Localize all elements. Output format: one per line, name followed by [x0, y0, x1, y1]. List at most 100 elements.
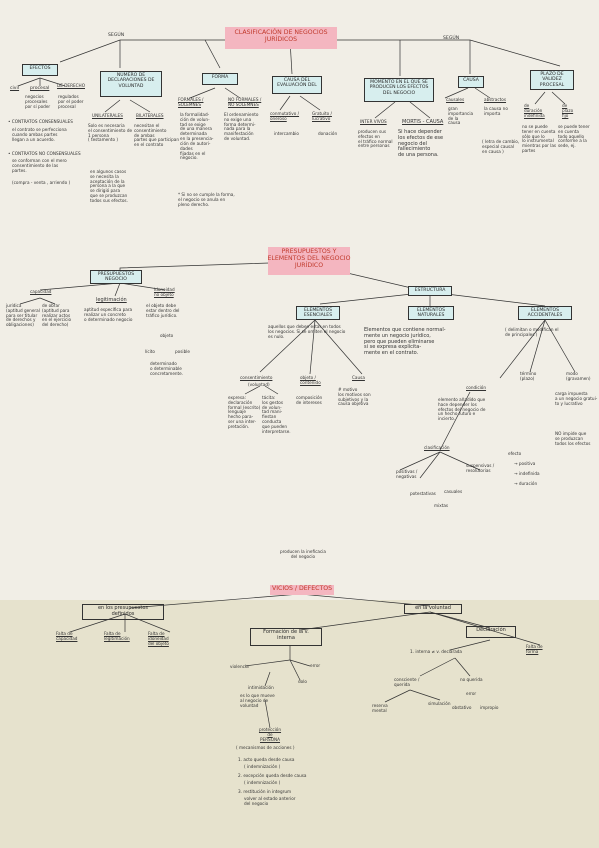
- item2-desc: ( indemnización ): [244, 780, 281, 785]
- potestativa-label: potestativas: [410, 491, 436, 496]
- idoneidad-label: idoneidad no objeto: [154, 287, 175, 297]
- no-querida-label: no querida: [460, 677, 483, 682]
- second-title-highlight: [268, 247, 350, 275]
- segun-left: SEGÚN: [108, 33, 125, 38]
- licito-label: lícito: [145, 349, 155, 354]
- legitimacion-label: legitimación: [96, 297, 127, 303]
- error-label: error: [310, 663, 321, 668]
- error2-label: error: [466, 691, 477, 696]
- proteccion-label: protección de PERSONA: [258, 727, 282, 742]
- de-plazo-desc: se puede tener en cuenta todo aquello co…: [558, 124, 590, 149]
- inter-vivos-desc: producen sus efectos en el tráfico norma…: [358, 129, 393, 149]
- capacidad-label: capacidad: [30, 289, 52, 294]
- violencia-label: violencia: [230, 664, 249, 669]
- de-derecho-label: DE DERECHO: [57, 83, 85, 88]
- reales-desc: se conforman con el mero consentimiento …: [12, 158, 67, 173]
- title-highlight: [225, 27, 337, 49]
- conmutativo-label: conmutativo / oneroso: [270, 111, 300, 121]
- efecto-label: efecto: [508, 451, 522, 456]
- modo-label: modo (gravamen): [566, 371, 591, 381]
- causa-eval-box: CAUSA DEL EVALUACIÓN DEL: [272, 76, 322, 94]
- expresa-desc: expresa: declaración formal (escrito) le…: [228, 395, 261, 429]
- intimidacion-desc: es lo que mueve al negocio de voluntad: [240, 693, 275, 708]
- unilat-extra: en algunos casos se necesita la aceptaci…: [90, 169, 128, 203]
- item3-desc: volver al estado anterior del negocio: [244, 796, 296, 806]
- conmutativo-desc: intercambio: [274, 131, 299, 136]
- forma-note: * Si no se cumple la forma, el negocio s…: [178, 192, 235, 207]
- positiva-label: positivas / negativas: [396, 469, 418, 479]
- estructura-box: ESTRUCTURA: [408, 286, 452, 296]
- modo-desc: carga impuesta a un negocio gratui- to y…: [555, 391, 598, 406]
- third-title-highlight: [270, 585, 334, 595]
- item3: 3. restitución in integrum: [238, 789, 292, 794]
- unilaterales-desc: Solo es necesaria el consentimiento de 1…: [88, 123, 133, 143]
- de-derecho-desc: negocios procesales por sí poder: [25, 94, 51, 109]
- idoneidad-desc: el objeto debe estar dentro del tráfico …: [146, 303, 180, 318]
- mortis-label: MORTIS - CAUSA: [402, 119, 444, 125]
- contratos-label: • CONTRATOS CONSENSUALES: [8, 119, 73, 124]
- proteccion-sub: ( mecanismos de acciones ): [236, 745, 295, 750]
- no-formales-label: NO FORMALES / NO SOLEMNES: [228, 97, 262, 107]
- causales-desc: gran importancia de la causa: [448, 106, 474, 126]
- term-c: → duración: [514, 481, 538, 486]
- no-impide: NO impide que se produzcan todos los efe…: [555, 431, 591, 446]
- bilaterales-label: BILATERALES: [136, 113, 164, 118]
- de-plazo-label: de plazo fijo: [562, 103, 574, 118]
- clasificacion-label: clasificación: [424, 445, 450, 450]
- de-duracion-desc: no se puede tener en cuenta sólo que lo …: [522, 124, 557, 154]
- term-b: → indefinida: [514, 471, 540, 476]
- dolo-label: dolo: [298, 679, 307, 684]
- item2: 2. excepción queda desde causa: [238, 773, 307, 778]
- tacita-desc: tácita: los gestos de volun- tad mani- f…: [262, 395, 291, 434]
- legitimacion-desc: aptitud específica para realizar un conc…: [84, 307, 133, 322]
- capacidad-desc: jurídica (aptitud general para ser titul…: [6, 303, 40, 328]
- consentimiento-label: consentimiento: [240, 375, 273, 380]
- accidentales-desc: ( delimitan o modifican el de principale…: [505, 327, 559, 337]
- obstativo-label: obstativo: [452, 705, 472, 710]
- impropio-label: impropio: [480, 705, 499, 710]
- mortis-desc: Si hace depender los efectos de ese nego…: [398, 129, 444, 158]
- abstractos-desc2: ( letra de cambio, especial causal en ca…: [482, 139, 520, 154]
- naturales-desc: Elementos que contiene normal- mente un …: [364, 327, 446, 356]
- civil-label: civil: [10, 86, 20, 91]
- abstractos-label: abstractos: [484, 97, 507, 102]
- main-title: CLASIFICACIÓN DE NEGOCIOS JURÍDICOS: [234, 29, 328, 43]
- simulacion-label: simulación: [428, 701, 451, 706]
- esenciales-box: ELEMENTOS ESENCIALES: [296, 306, 340, 320]
- determinado-label: determinado o determinable concretamente…: [150, 361, 184, 376]
- causa-box: CAUSA: [458, 76, 484, 88]
- third-title: VICIOS / DEFECTOS: [271, 585, 333, 592]
- reserva-label: reserva mental: [372, 703, 388, 713]
- second-title: PRESUPUESTOS Y ELEMENTOS DEL NEGOCIO JUR…: [267, 248, 351, 269]
- declaracion-box: Declaración: [466, 626, 516, 638]
- naturales-box: ELEMENTOS NATURALES: [408, 306, 454, 320]
- condicion-label: condición: [466, 385, 487, 390]
- intimidacion-label: intimidación: [248, 685, 274, 690]
- plazo-box: PLAZO DE VALIDEZ PROCESAL: [530, 70, 574, 90]
- condicion-desc: elemento añadido que hace depender los e…: [438, 397, 486, 422]
- item1-desc: ( indemnización ): [244, 764, 281, 769]
- falta-forma: Falta de forma: [526, 644, 543, 654]
- term-a: → positiva: [514, 461, 536, 466]
- bilaterales-desc: necesitan el consentimiento de ambas par…: [134, 123, 179, 148]
- consentimiento-sub: (voluntad): [248, 382, 270, 387]
- formales-label: FORMALES / SOLEMNES: [178, 97, 204, 107]
- de-derecho-desc2: regulados por el poder procesal: [58, 94, 84, 109]
- efectos-box: EFECTOS: [22, 64, 58, 76]
- item1: 1. acto queda desde causa: [238, 757, 295, 762]
- de-duracion-label: de duración indefinida: [524, 103, 545, 118]
- procesal-label: procesal: [30, 86, 50, 91]
- producen-note: producen la ineficacia del negocio: [279, 549, 327, 559]
- accidentales-box: ELEMENTOS ACCIDENTALES: [518, 306, 572, 320]
- objeto2-label: objeto / contenido: [300, 375, 321, 385]
- causa2-desc: # motivo los motivos son subjetivos y la…: [338, 387, 371, 407]
- gratuito-desc: donación: [318, 131, 338, 136]
- formacion-box: Formación de la v. interna: [250, 628, 322, 646]
- no-formales-desc: El ordenamiento no exige una forma deter…: [224, 112, 259, 142]
- consciente-label: consciente / querida: [394, 677, 420, 687]
- esenciales-desc: aquellos que deben estar en todos los ne…: [268, 324, 346, 339]
- causa2-label: Causa: [352, 375, 365, 380]
- num-decl-box: NÚMERO DE DECLARACIONES DE VOLUNTAD: [100, 71, 162, 97]
- reales-label: • CONTRATOS NO CONSENSUALES: [8, 151, 81, 156]
